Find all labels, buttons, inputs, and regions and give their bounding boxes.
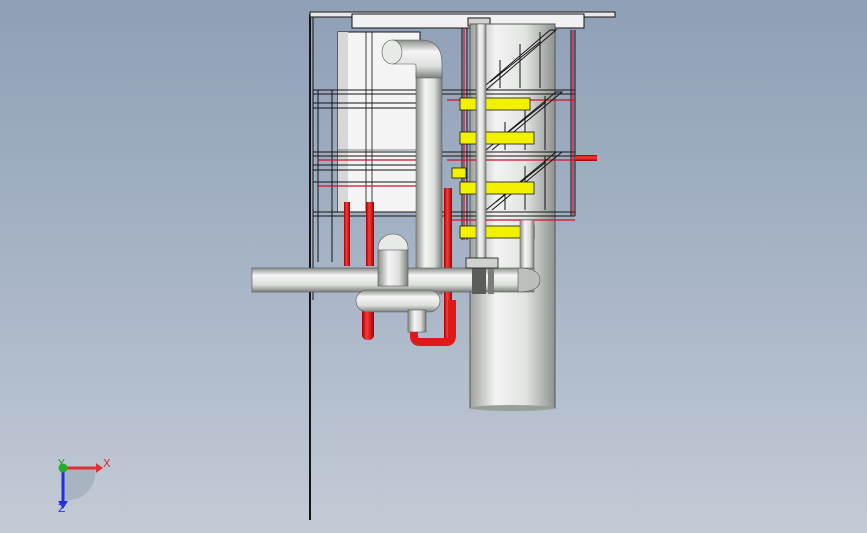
coordinate-triad: X Y Z	[57, 457, 111, 515]
y-axis-marker	[58, 463, 68, 473]
gray-pipe-elbow-top[interactable]	[381, 39, 443, 79]
gray-pipe-horizontal-lower[interactable]	[355, 289, 441, 333]
red-stub-pipe[interactable]	[575, 155, 597, 161]
top-platform-plate[interactable]	[309, 11, 616, 29]
stair-flights[interactable]	[479, 29, 564, 211]
x-axis-label: X	[103, 457, 111, 470]
y-axis-label: Y	[57, 457, 65, 470]
pump-body[interactable]	[377, 233, 409, 287]
z-axis-label: Z	[58, 502, 66, 515]
frame-column-left[interactable]	[309, 14, 314, 520]
